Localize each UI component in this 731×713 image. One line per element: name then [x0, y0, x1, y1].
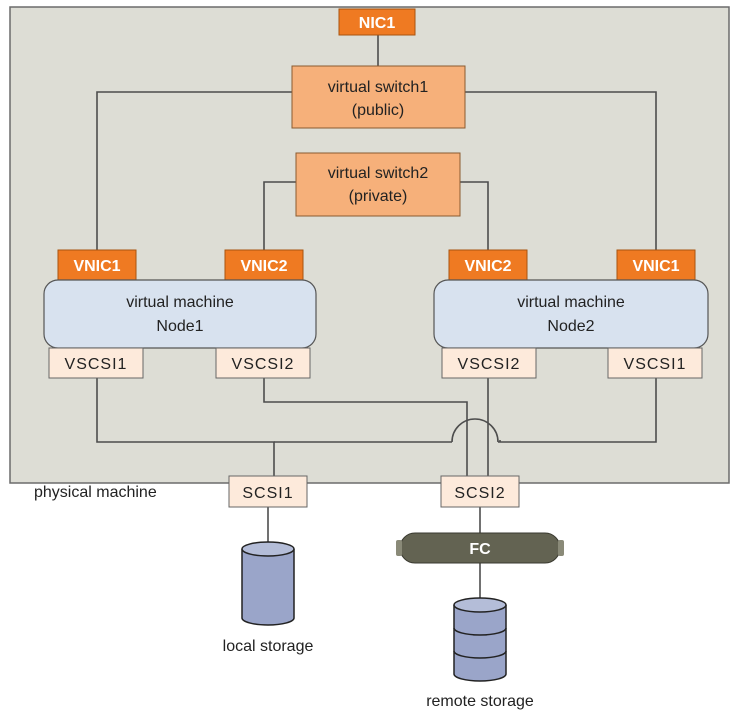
- scsi2-box: [440, 475, 520, 508]
- node1-vnic1-box: [57, 249, 137, 281]
- node2-vscsi1-box: [607, 347, 703, 379]
- local-storage-disk-icon: [241, 541, 295, 626]
- node2-box: [433, 279, 709, 349]
- node1-vscsi1-box: [48, 347, 144, 379]
- scsi2-label: SCSI2: [454, 485, 505, 502]
- node1-vscsi1-label: VSCSI1: [65, 356, 128, 373]
- node1-vnic2-label: VNIC2: [240, 258, 287, 275]
- crossover-mask: [452, 436, 498, 446]
- local-storage-label: local storage: [223, 638, 314, 655]
- vswitch2-label-line1: virtual switch2: [328, 165, 429, 182]
- node1-label-line2: Node1: [156, 318, 203, 335]
- remote-storage-disk-icon: [453, 597, 507, 682]
- node1-vscsi2-box: [215, 347, 311, 379]
- nic1-box: [338, 8, 416, 36]
- node1-vscsi2-label: VSCSI2: [232, 356, 295, 373]
- node2-vnic1-label: VNIC1: [632, 258, 679, 275]
- fc-label: FC: [469, 541, 491, 558]
- link-switch1-node2-vnic1: [465, 91, 657, 250]
- node2-vscsi2-label: VSCSI2: [458, 356, 521, 373]
- vswitch2-box: [295, 152, 461, 217]
- link-switch2-node1-vnic2: [263, 181, 296, 250]
- vswitch2-label-line2: (private): [349, 188, 408, 205]
- scsi1-label: SCSI1: [242, 485, 293, 502]
- node2-label-line2: Node2: [547, 318, 594, 335]
- node2-vnic2-label: VNIC2: [464, 258, 511, 275]
- link-switch2-node2-vnic2: [460, 181, 489, 250]
- vswitch1-label-line1: virtual switch1: [328, 79, 429, 96]
- scsi1-box: [228, 475, 308, 508]
- physical-machine-label: physical machine: [34, 484, 157, 501]
- link-switch1-node1-vnic1: [96, 91, 292, 250]
- fc-connector: FC: [396, 532, 564, 564]
- vswitch1-label-line2: (public): [352, 102, 404, 119]
- node1-label-line1: virtual machine: [126, 294, 234, 311]
- node2-vscsi2-box: [441, 347, 537, 379]
- node1-box: [43, 279, 317, 349]
- crossover-hop: [451, 418, 499, 443]
- remote-storage-label: remote storage: [426, 693, 534, 710]
- vswitch1-box: [291, 65, 466, 129]
- node2-label-line1: virtual machine: [517, 294, 625, 311]
- node1-vnic1-label: VNIC1: [73, 258, 120, 275]
- link-node1-vscsi1-scsi1: [96, 378, 275, 476]
- nic1-label: NIC1: [359, 15, 396, 32]
- node2-vscsi1-label: VSCSI1: [624, 356, 687, 373]
